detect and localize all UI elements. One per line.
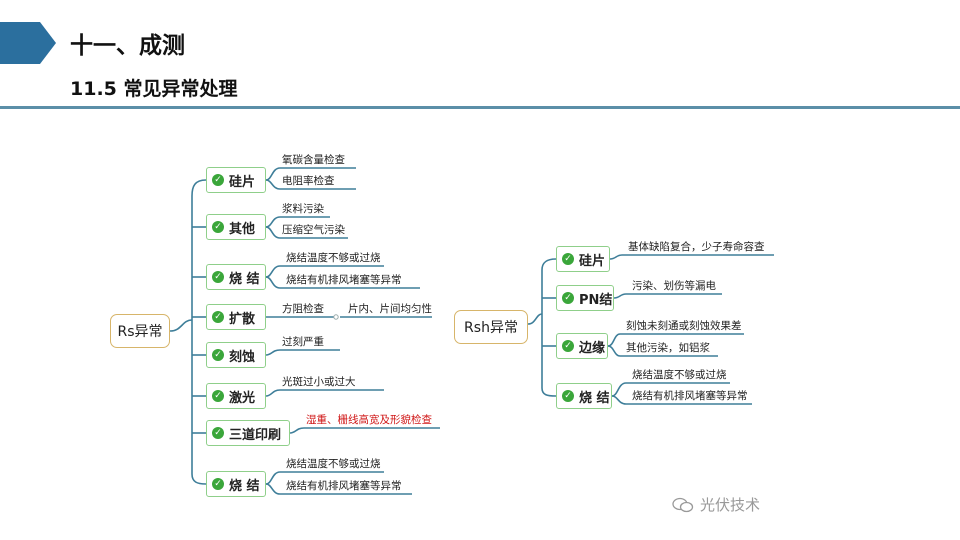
leaf-label: 烧结温度不够或过烧 xyxy=(286,458,381,470)
branch-label: 三道印刷 xyxy=(229,427,282,443)
leaf-label: 污染、划伤等漏电 xyxy=(632,280,716,292)
leaf-label: 烧结温度不够或过烧 xyxy=(632,369,727,381)
check-circle-icon: ✓ xyxy=(562,253,574,265)
check-circle-icon: ✓ xyxy=(562,390,574,402)
branch-node: ✓ 硅片 xyxy=(556,246,610,272)
leaf-label: 过刻严重 xyxy=(282,336,324,348)
leaf-label: 基体缺陷复合，少子寿命容查 xyxy=(628,241,765,253)
check-circle-icon: ✓ xyxy=(212,349,224,361)
leaf-label: 烧结温度不够或过烧 xyxy=(286,252,381,264)
branch-label: 刻蚀 xyxy=(229,349,256,365)
leaf-label: 电阻率检查 xyxy=(282,175,335,187)
check-circle-icon: ✓ xyxy=(212,478,224,490)
leaf-label: 其他污染，如铝浆 xyxy=(626,342,710,354)
root-node-rs: Rs异常 xyxy=(110,314,170,348)
check-circle-icon: ✓ xyxy=(212,427,224,439)
check-circle-icon: ✓ xyxy=(562,340,574,352)
check-circle-icon: ✓ xyxy=(212,221,224,233)
wechat-icon xyxy=(672,497,694,512)
check-circle-icon: ✓ xyxy=(212,390,224,402)
branch-label: 边缘 xyxy=(579,340,606,356)
header-divider xyxy=(0,106,960,109)
branch-label: PN结 xyxy=(579,292,613,308)
branch-node: ✓ 硅片 xyxy=(206,167,266,193)
branch-node: ✓ 烧 结 xyxy=(556,383,612,409)
branch-node: ✓ 边缘 xyxy=(556,333,608,359)
leaf-label: 方阻检查 xyxy=(282,303,324,315)
check-circle-icon: ✓ xyxy=(562,292,574,304)
branch-node: ✓ 其他 xyxy=(206,214,266,240)
watermark: 光伏技术 xyxy=(672,494,760,515)
branch-label: 硅片 xyxy=(229,174,256,190)
leaf-label: 浆料污染 xyxy=(282,203,324,215)
root-node-rsh: Rsh异常 xyxy=(454,310,528,344)
branch-label: 激光 xyxy=(229,390,256,406)
branch-node: ✓ 烧 结 xyxy=(206,264,266,290)
branch-node: ✓ 三道印刷 xyxy=(206,420,290,446)
branch-label: 硅片 xyxy=(579,253,606,269)
leaf-label: 氧碳含量检查 xyxy=(282,154,345,166)
branch-label: 烧 结 xyxy=(229,478,260,494)
branch-node: ✓ 扩散 xyxy=(206,304,266,330)
branch-label: 其他 xyxy=(229,221,256,237)
watermark-text: 光伏技术 xyxy=(700,496,761,514)
leaf-label-highlight: 湿重、栅线高宽及形貌检查 xyxy=(306,414,432,426)
leaf-label: 烧结有机排风堵塞等异常 xyxy=(632,390,748,402)
page-title: 十一、成测 xyxy=(70,33,185,59)
check-circle-icon: ✓ xyxy=(212,174,224,186)
branch-node: ✓ 激光 xyxy=(206,383,266,409)
branch-node: ✓ PN结 xyxy=(556,285,614,311)
branch-node: ✓ 烧 结 xyxy=(206,471,266,497)
branch-label: 烧 结 xyxy=(229,271,260,287)
chevron-arrow-icon xyxy=(0,22,56,64)
page-subtitle: 11.5 常见异常处理 xyxy=(70,78,238,100)
check-circle-icon: ✓ xyxy=(212,271,224,283)
check-circle-icon: ✓ xyxy=(212,311,224,323)
leaf-label: 片内、片间均匀性 xyxy=(348,303,432,315)
branch-node: ✓ 刻蚀 xyxy=(206,342,266,368)
leaf-label: 刻蚀未刻通或刻蚀效果差 xyxy=(626,320,742,332)
leaf-label: 光斑过小或过大 xyxy=(282,376,356,388)
branch-label: 扩散 xyxy=(229,311,256,327)
branch-label: 烧 结 xyxy=(579,390,610,406)
leaf-label: 烧结有机排风堵塞等异常 xyxy=(286,480,402,492)
leaf-label: 压缩空气污染 xyxy=(282,224,345,236)
leaf-label: 烧结有机排风堵塞等异常 xyxy=(286,274,402,286)
